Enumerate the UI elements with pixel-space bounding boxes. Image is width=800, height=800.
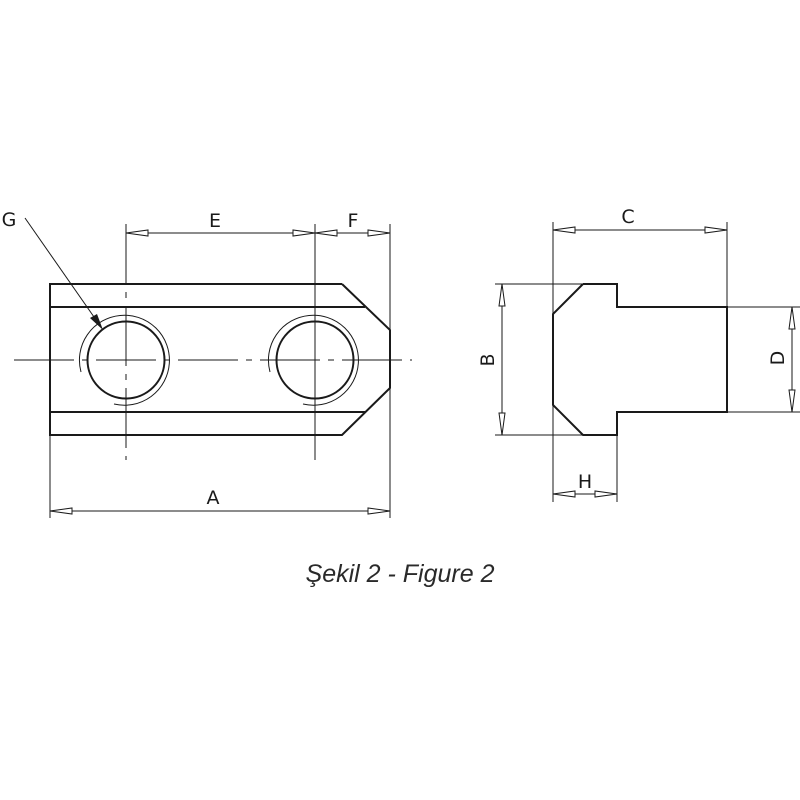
label-F: F [348, 210, 359, 232]
arrow-H-left [552, 490, 576, 498]
side-view: C B D H [477, 206, 800, 502]
label-H: H [578, 471, 592, 493]
arrow-A-right [367, 507, 391, 515]
arrow-F-right [367, 229, 391, 237]
arrow-F-left [314, 229, 338, 237]
figure-caption: Şekil 2 - Figure 2 [305, 560, 495, 588]
label-A: A [207, 487, 220, 509]
front-view: E F A G [2, 209, 412, 518]
arrow-C-left [552, 226, 576, 234]
arrow-D-top [788, 306, 796, 330]
thread-arc-right [267, 314, 359, 406]
arrow-E-left [125, 229, 149, 237]
side-body-outline [552, 283, 728, 436]
arrow-B-top [498, 283, 506, 307]
label-C: C [621, 206, 634, 228]
arrow-G [90, 314, 103, 330]
label-G: G [2, 209, 17, 231]
label-E: E [209, 210, 221, 232]
thread-arc-left [78, 314, 170, 406]
label-B: B [477, 353, 499, 366]
arrow-E-right [292, 229, 316, 237]
arrow-H-right [594, 490, 618, 498]
leader-G [24, 217, 102, 328]
arrow-A-left [49, 507, 73, 515]
arrow-D-bottom [788, 389, 796, 413]
arrow-C-right [704, 226, 728, 234]
label-D: D [767, 351, 789, 366]
arrow-B-bottom [498, 412, 506, 436]
